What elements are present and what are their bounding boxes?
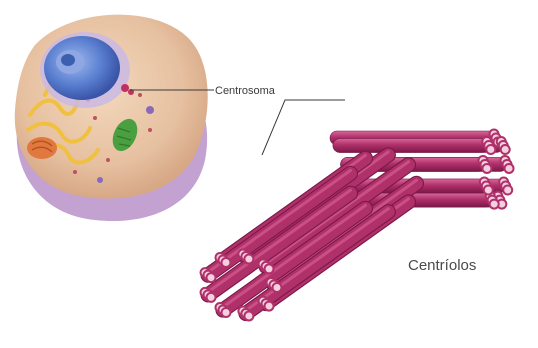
centriole-lower <box>201 152 417 321</box>
microtubule-end-cap <box>490 200 499 209</box>
microtubule-end-cap <box>265 302 274 311</box>
microtubule-end-cap <box>244 255 253 264</box>
zoom-connector-line <box>262 100 345 155</box>
microtubule-end-cap <box>244 311 253 320</box>
microtubule-end-cap <box>501 145 510 154</box>
centriolos-label: Centríolos <box>408 257 476 274</box>
microtubule-end-cap <box>207 273 216 282</box>
centrosoma-label: Centrosoma <box>215 85 276 97</box>
golgi-apparatus <box>27 137 57 159</box>
microtubule-end-cap <box>222 308 231 317</box>
nucleus <box>40 32 130 108</box>
animal-cell <box>15 15 208 221</box>
microtubule-triplet <box>333 138 489 152</box>
microtubule-end-cap <box>222 258 231 267</box>
microtubule-end-cap <box>273 283 282 292</box>
microtubule-end-cap <box>505 164 514 173</box>
microtubule-end-cap <box>503 186 512 195</box>
microtubule-end-cap <box>482 164 491 173</box>
microtubule-end-cap <box>265 264 274 273</box>
microtubule-end-cap <box>486 145 495 154</box>
microtubule-end-cap <box>484 186 493 195</box>
microtubule-end-cap <box>207 293 216 302</box>
